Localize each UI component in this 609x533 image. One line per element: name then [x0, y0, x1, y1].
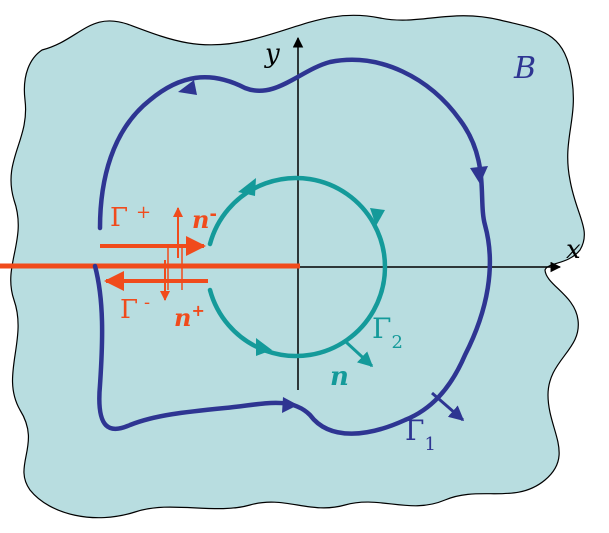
y-axis-label: y [264, 39, 280, 69]
normal-cut-lower-label: n+ [174, 301, 205, 332]
normal-outer-arrow [431, 391, 465, 422]
outer-direction-arrow-top [178, 80, 197, 95]
normal-inner-label: n [330, 362, 349, 392]
inner-direction-arrow-bottom [256, 338, 272, 356]
region-label: B [513, 51, 536, 86]
outer-direction-arrow-right [470, 166, 488, 184]
outer-direction-arrow-bottom [282, 397, 298, 413]
outer-contour [92, 57, 493, 436]
x-axis-label: x [566, 235, 581, 265]
cut-upper-label: Γ+ [110, 202, 151, 233]
inner-direction-arrow-right [370, 208, 385, 226]
cut-lower-label: Γ- [120, 292, 150, 325]
outer-contour-label: Γ1 [405, 414, 436, 455]
normal-inner-arrow [344, 340, 374, 368]
inner-direction-arrow-top [238, 178, 256, 196]
inner-contour-label: Γ2 [372, 312, 403, 353]
normal-cut-upper-label: n- [192, 204, 217, 234]
